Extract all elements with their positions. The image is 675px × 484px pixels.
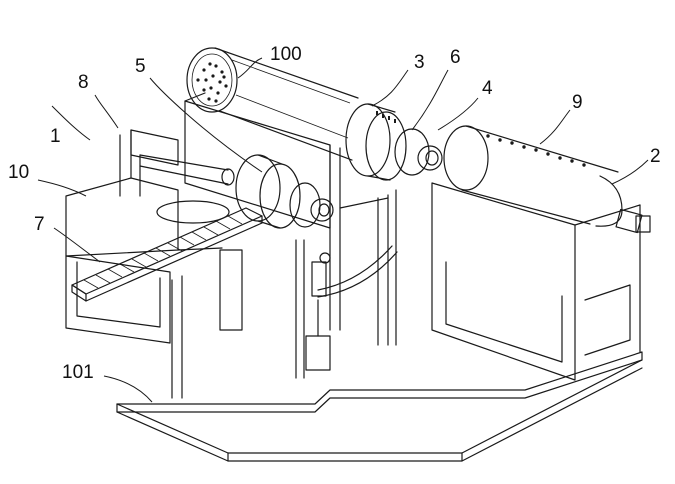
- perforated-drum-100: [186, 47, 359, 161]
- label-100: 100: [270, 44, 302, 65]
- label-8: 8: [78, 72, 89, 93]
- label-5: 5: [135, 56, 146, 77]
- left-housing: [65, 129, 243, 344]
- base-plate: [116, 351, 643, 462]
- label-7: 7: [34, 214, 45, 235]
- right-frame: [431, 182, 641, 381]
- conveyor: [71, 200, 263, 399]
- label-3: 3: [414, 52, 425, 73]
- drum-unit-5: [235, 154, 334, 229]
- label-10: 10: [8, 162, 29, 183]
- drum-unit-3: [345, 103, 443, 181]
- feed-chute: [130, 129, 235, 197]
- label-101: 101: [62, 362, 94, 383]
- label-4: 4: [482, 78, 493, 99]
- center-supports: [295, 189, 398, 379]
- back-panel: [184, 92, 341, 331]
- label-1: 1: [50, 126, 61, 147]
- label-9: 9: [572, 92, 583, 113]
- reference-labels: 100 8 5 3 6 4 9 1 2 10 7 101: [8, 44, 661, 383]
- label-6: 6: [450, 47, 461, 68]
- leader-lines: [37, 57, 649, 403]
- label-2: 2: [650, 146, 661, 167]
